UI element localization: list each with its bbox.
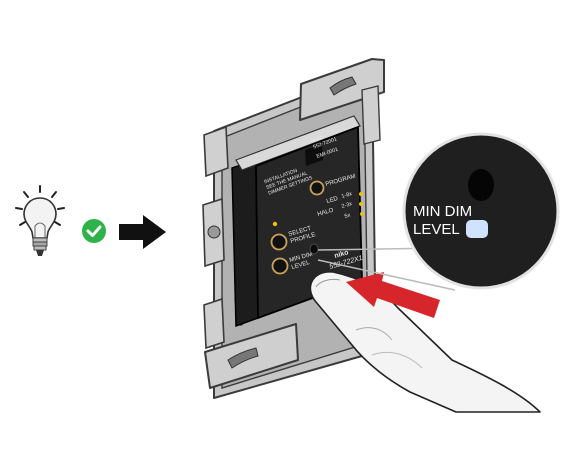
zoom-label-line-2: LEVEL (413, 221, 460, 238)
extra-value: 5x (344, 212, 351, 219)
sun-icon (359, 192, 364, 216)
brand-logo: niko (334, 249, 350, 260)
led-label: LED (326, 196, 340, 205)
zoom-led-hole (468, 169, 494, 201)
halo-value: 2-3x (341, 201, 353, 210)
dimmer-module: NIKO 552-72001 EMI-0001 INSTALLATION SEE… (231, 115, 364, 328)
module-brand-tag: NIKO (310, 135, 324, 145)
min-dim-led-hole (309, 243, 319, 255)
light-bulb-icon (15, 185, 65, 256)
sun-icon (272, 221, 278, 227)
halo-label: HALO (317, 208, 335, 218)
min-dim-level-button[interactable] (271, 257, 289, 275)
min-dim-label-2: LEVEL (291, 260, 311, 271)
arrow-right-icon (119, 215, 166, 249)
select-profile-button[interactable] (270, 233, 288, 251)
zoom-label-line-1: MIN DIM (413, 203, 472, 220)
program-button[interactable] (309, 180, 325, 196)
press-arrow-icon (346, 272, 440, 318)
zoom-indicator-led (466, 220, 488, 238)
led-value: 1-8x (341, 191, 353, 200)
zoom-detail-circle: MIN DIM LEVEL (402, 132, 560, 290)
check-icon (82, 219, 106, 243)
